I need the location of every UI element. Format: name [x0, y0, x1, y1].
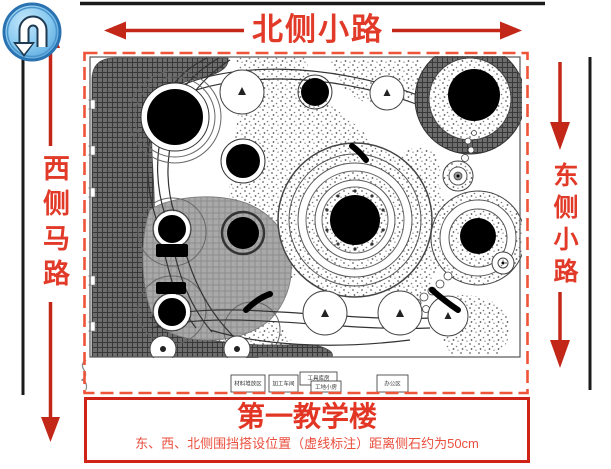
- site-label-boxes: 材料堆放区 加工车间 工具库房 工地小房 办公区: [230, 371, 409, 393]
- north-road-label: 北侧小路: [244, 11, 392, 49]
- site-area-label: 办公区: [384, 380, 401, 388]
- u-turn-icon[interactable]: [0, 0, 64, 64]
- edge-crescents: [243, 143, 461, 313]
- topright-feature: [414, 56, 522, 155]
- west-road-label: 西侧马路: [33, 146, 76, 302]
- tree-canopies: [140, 74, 333, 256]
- central-plaza: [277, 142, 433, 298]
- site-area-label: 工具库房: [307, 374, 330, 382]
- east-road-label: 东侧小路: [550, 162, 578, 290]
- east-arrow-top: [550, 62, 570, 150]
- plan-content: [88, 56, 522, 358]
- marker-dots: [160, 87, 452, 352]
- enclosure-dashed-boundary: [83, 51, 529, 395]
- rosette-feature: [442, 160, 474, 192]
- site-area-label: 工地小房: [315, 383, 338, 391]
- building-annotation-box: 第一教学楼 东、西、北侧围挡搭设位置（虚线标注）距离侧石约为50cm: [84, 397, 530, 463]
- enclosure-note: 东、西、北侧围挡搭设位置（虚线标注）距离侧石约为50cm: [135, 436, 479, 451]
- site-area-label: 加工车间: [272, 380, 294, 388]
- building-title: 第一教学楼: [236, 401, 377, 432]
- site-area-label: 材料堆放区: [234, 380, 262, 388]
- rightmid-feature: [430, 190, 522, 286]
- scan-frame-lines: [21, 1, 592, 395]
- east-arrow-bottom: [550, 292, 570, 368]
